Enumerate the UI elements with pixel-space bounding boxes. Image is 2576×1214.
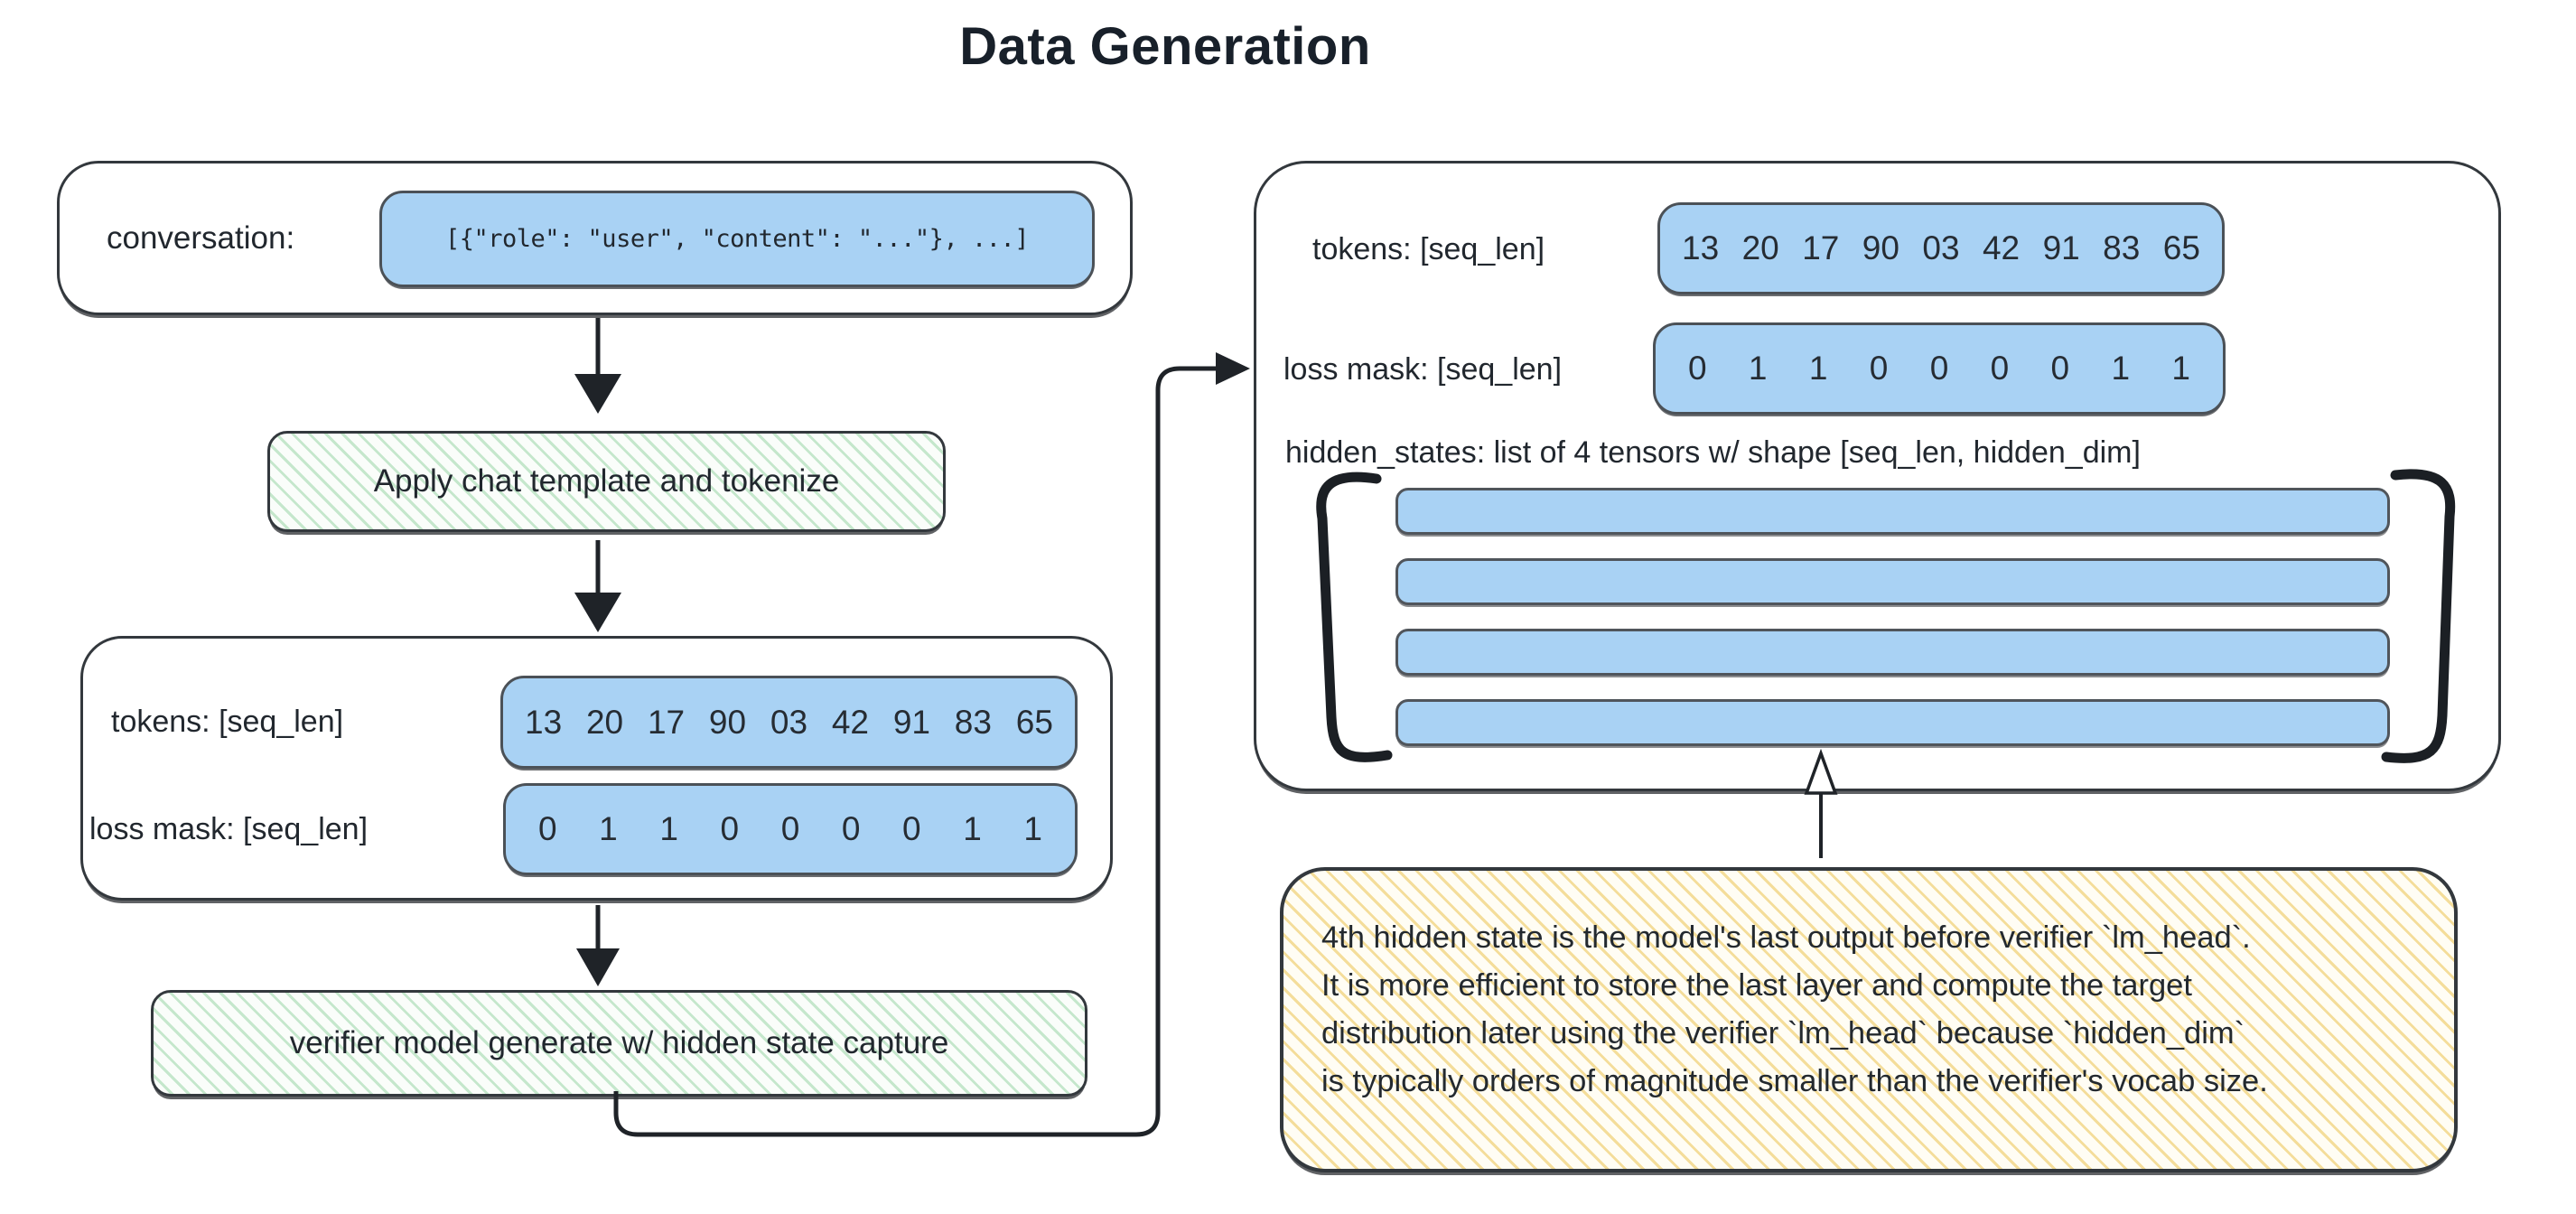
list-item: 13 bbox=[1682, 229, 1720, 266]
list-item: 0 bbox=[1869, 350, 1889, 387]
list-item: 91 bbox=[2042, 229, 2080, 266]
loss-mask-label: loss mask: [seq_len] bbox=[89, 811, 369, 846]
list-item: 1 bbox=[1748, 350, 1768, 387]
note-box: 4th hidden state is the model's last out… bbox=[1280, 867, 2458, 1172]
tokens-values-pill: 13 20 17 90 03 42 91 83 65 bbox=[500, 676, 1078, 769]
list-item: 42 bbox=[1982, 229, 2021, 266]
list-item: 1 bbox=[1808, 350, 1828, 387]
list-item: 0 bbox=[902, 810, 921, 847]
list-item: 17 bbox=[647, 703, 686, 741]
verifier-generate-label: verifier model generate w/ hidden state … bbox=[289, 1025, 949, 1060]
list-item: 1 bbox=[659, 810, 678, 847]
list-item: 13 bbox=[525, 703, 563, 741]
note-text: 4th hidden state is the model's last out… bbox=[1321, 914, 2268, 1106]
list-item: 90 bbox=[708, 703, 747, 741]
arrow-down-2 bbox=[574, 540, 621, 632]
list-item: 17 bbox=[1802, 229, 1840, 266]
list-item: 20 bbox=[585, 703, 624, 741]
tokens-label: tokens: [seq_len] bbox=[111, 705, 344, 739]
verifier-generate-step: verifier model generate w/ hidden state … bbox=[151, 990, 1087, 1097]
hidden-state-bar-2 bbox=[1395, 558, 2390, 605]
list-item: 0 bbox=[1990, 350, 2010, 387]
loss-mask-values-pill: 0 1 1 0 0 0 0 1 1 bbox=[503, 783, 1078, 875]
list-item: 83 bbox=[954, 703, 992, 741]
list-item: 03 bbox=[770, 703, 808, 741]
list-item: 20 bbox=[1741, 229, 1779, 266]
output-loss-mask-label: loss mask: [seq_len] bbox=[1283, 351, 1563, 387]
list-item: 65 bbox=[1015, 703, 1053, 741]
list-item: 1 bbox=[2171, 350, 2190, 387]
list-item: 83 bbox=[2103, 229, 2141, 266]
page-title: Data Generation bbox=[959, 17, 1371, 76]
list-item: 0 bbox=[1688, 350, 1707, 387]
apply-chat-template-label: Apply chat template and tokenize bbox=[373, 463, 840, 499]
list-item: 90 bbox=[1862, 229, 1899, 266]
list-item: 4th hidden state is the model's last out… bbox=[1321, 920, 2251, 955]
hidden-state-bar-3 bbox=[1395, 629, 2390, 676]
conversation-label: conversation: bbox=[107, 219, 295, 256]
hidden-states-label: hidden_states: list of 4 tensors w/ shap… bbox=[1285, 434, 2141, 470]
conversation-value-pill: [{"role": "user", "content": "..."}, ...… bbox=[379, 191, 1095, 287]
apply-chat-template-step: Apply chat template and tokenize bbox=[267, 431, 946, 532]
list-item: 65 bbox=[2162, 229, 2200, 266]
list-item: 03 bbox=[1922, 229, 1960, 266]
list-item: It is more efficient to store the last l… bbox=[1321, 968, 2192, 1003]
output-tokens-label: tokens: [seq_len] bbox=[1312, 231, 1545, 266]
list-item: distribution later using the verifier `l… bbox=[1321, 1016, 2245, 1051]
list-item: 1 bbox=[599, 810, 618, 847]
conversation-value: [{"role": "user", "content": "..."}, ...… bbox=[445, 225, 1029, 253]
output-loss-mask-values: 0 1 1 0 0 0 0 1 1 bbox=[1656, 350, 2223, 388]
list-item: is typically orders of magnitude smaller… bbox=[1321, 1064, 2268, 1098]
list-item: 42 bbox=[831, 703, 869, 741]
list-item: 1 bbox=[963, 810, 982, 847]
list-item: 0 bbox=[780, 810, 800, 847]
loss-mask-values: 0 1 1 0 0 0 0 1 1 bbox=[506, 810, 1075, 848]
output-tokens-values: 13 20 17 90 03 42 91 83 65 bbox=[1660, 229, 2222, 267]
list-item: 0 bbox=[538, 810, 557, 847]
output-loss-mask-values-pill: 0 1 1 0 0 0 0 1 1 bbox=[1653, 322, 2226, 415]
output-tokens-values-pill: 13 20 17 90 03 42 91 83 65 bbox=[1657, 202, 2225, 294]
list-item: 0 bbox=[1929, 350, 1949, 387]
tokens-values: 13 20 17 90 03 42 91 83 65 bbox=[503, 704, 1075, 742]
arrow-down-3 bbox=[576, 905, 620, 986]
list-item: 1 bbox=[1023, 810, 1042, 847]
list-item: 0 bbox=[2050, 350, 2070, 387]
hidden-state-bar-4 bbox=[1395, 699, 2390, 746]
list-item: 91 bbox=[892, 703, 930, 741]
list-item: 1 bbox=[2111, 350, 2131, 387]
arrow-down-1 bbox=[574, 318, 621, 414]
hidden-state-bar-1 bbox=[1395, 488, 2390, 535]
list-item: 0 bbox=[720, 810, 740, 847]
list-item: 0 bbox=[841, 810, 861, 847]
